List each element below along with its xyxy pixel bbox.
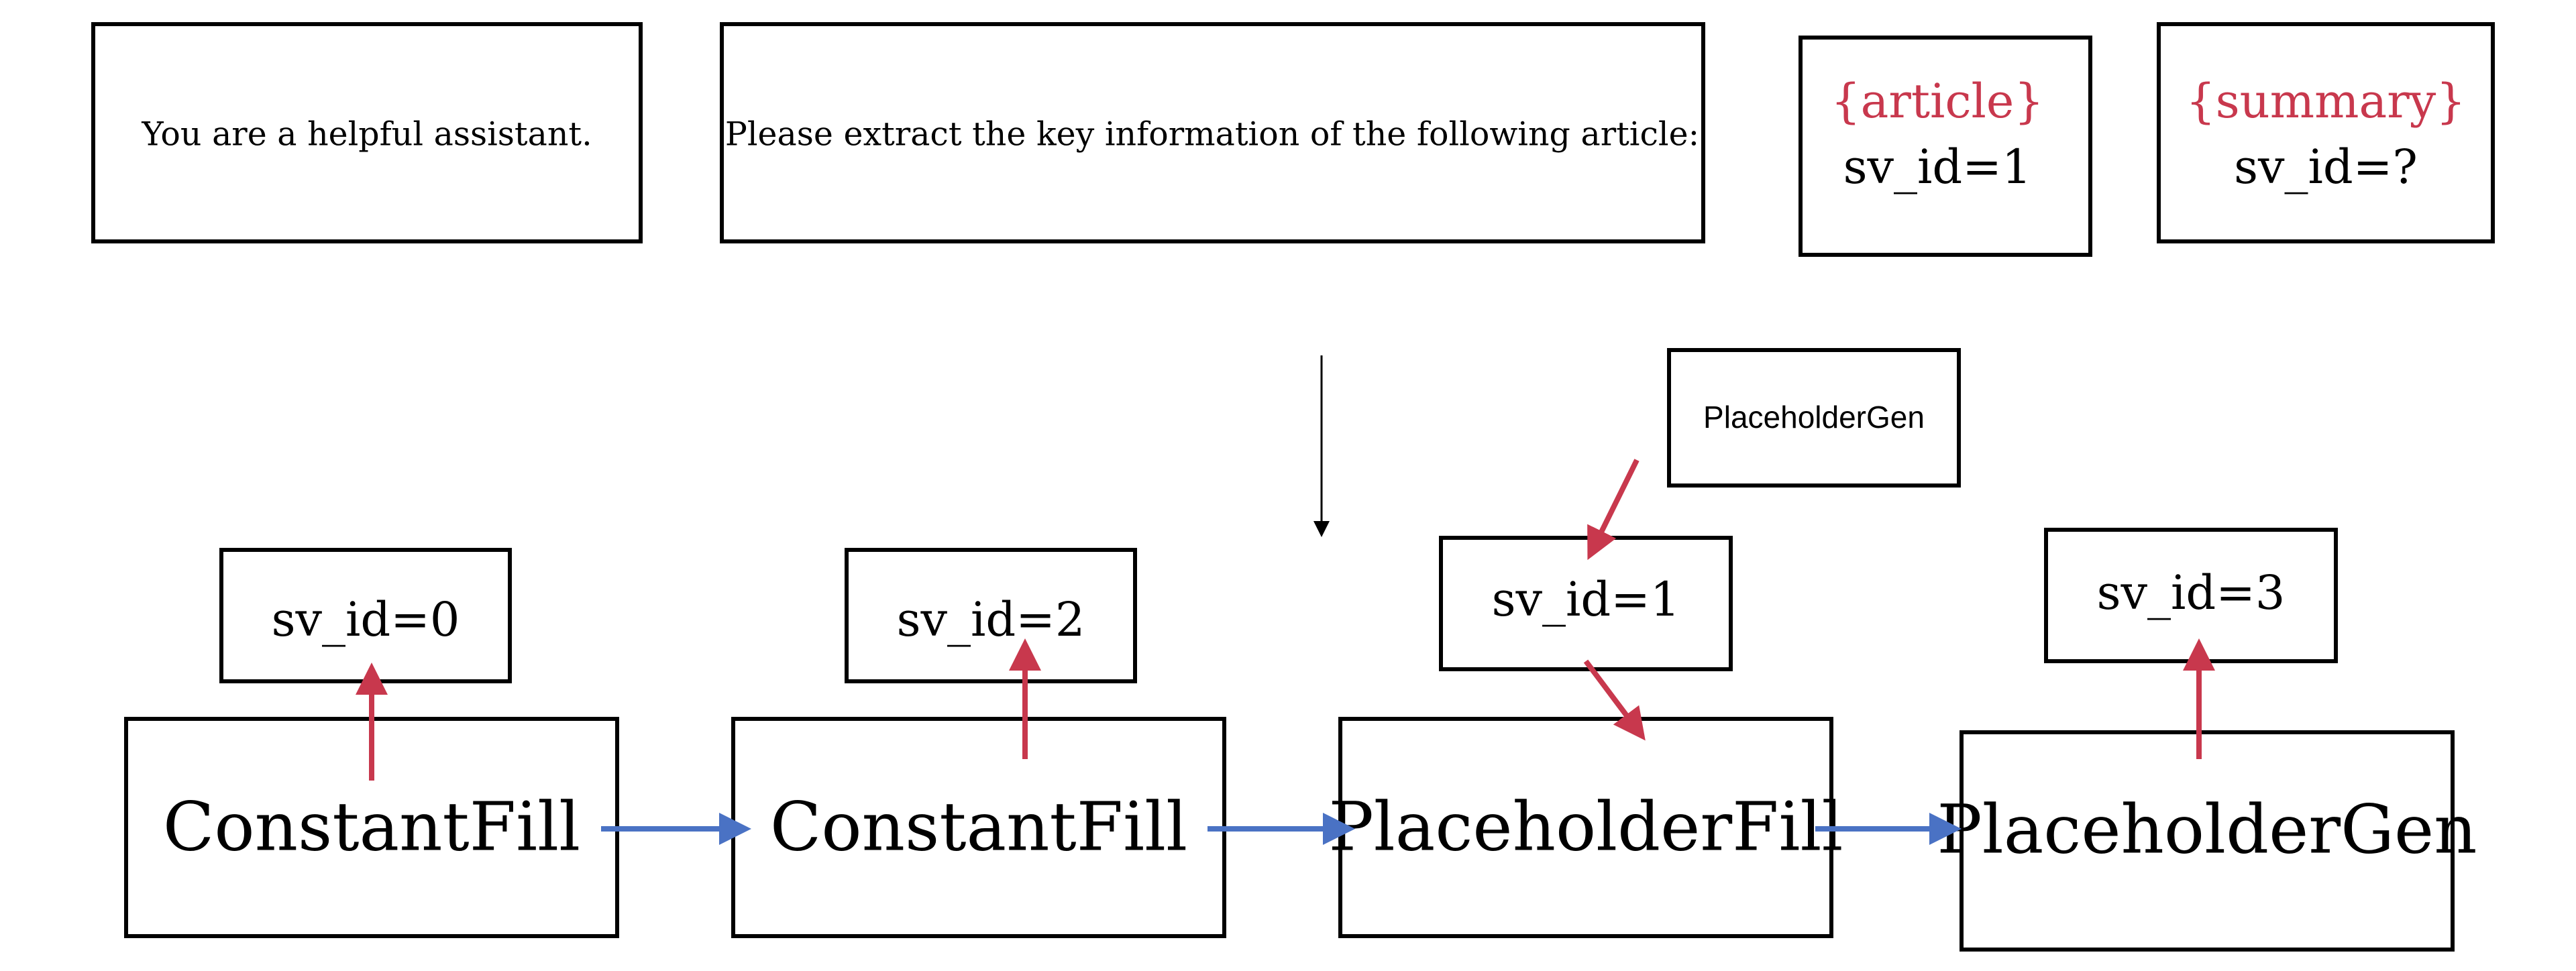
prompt-segment-article: {article} sv_id=1 [1799,36,2092,257]
article-placeholder-text: {article} [1831,74,2044,129]
sv-id-box-2: sv_id=2 [845,548,1137,683]
placeholder-gen-source-text: PlaceholderGen [1703,400,1925,435]
operation-constantfill-2-label: ConstantFill [770,788,1187,866]
prompt-segment-system-text: You are a helpful assistant. [141,115,592,154]
operation-placeholderfill: PlaceholderFill [1329,717,1843,938]
sv-id-box-1: sv_id=1 [1439,536,1733,671]
sv-to-fill-arrow [1583,659,1646,741]
sv-id-1-text: sv_id=1 [1492,572,1680,627]
operation-placeholdergen: PlaceholderGen [1937,730,2477,952]
prompt-segment-system: You are a helpful assistant. [91,22,643,243]
sv-id-3-text: sv_id=3 [2097,565,2286,620]
placeholder-gen-source-box: PlaceholderGen [1667,348,1961,488]
operation-placeholdergen-label: PlaceholderGen [1937,791,2477,869]
summary-sv-id-text: sv_id=? [2234,139,2418,194]
prompt-segment-instruction: Please extract the key information of th… [720,22,1705,243]
sv-id-box-3: sv_id=3 [2044,528,2338,663]
prompt-segment-instruction-text: Please extract the key information of th… [725,115,1699,154]
summary-placeholder-text: {summary} [2186,74,2466,129]
operation-constantfill-2: ConstantFill [731,717,1226,938]
sv-id-0-text: sv_id=0 [272,592,460,647]
source-to-sv-arrow [1587,459,1640,561]
article-sv-id-text: sv_id=1 [1843,139,2032,194]
prompt-segment-summary: {summary} sv_id=? [2157,22,2495,243]
sv-id-box-0: sv_id=0 [219,548,512,683]
operation-constantfill-1-label: ConstantFill [163,788,580,866]
sv-id-2-text: sv_id=2 [897,592,1085,647]
operation-placeholderfill-label: PlaceholderFill [1329,788,1843,866]
